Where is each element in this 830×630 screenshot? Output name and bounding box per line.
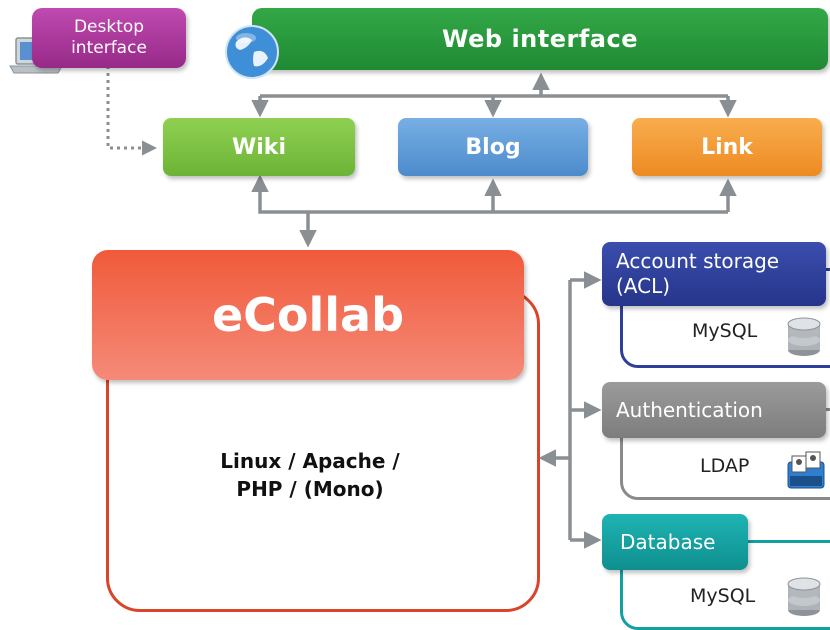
link-label: Link bbox=[701, 134, 753, 160]
wiki-box: Wiki bbox=[163, 118, 355, 176]
stack-line2: PHP / (Mono) bbox=[236, 477, 384, 501]
database-header-box: Database bbox=[602, 514, 748, 570]
account-database-icon bbox=[787, 317, 821, 356]
blog-label: Blog bbox=[465, 134, 521, 160]
database-db-icon bbox=[787, 577, 821, 616]
auth-label: Authentication bbox=[616, 398, 763, 422]
ecollab-title: eCollab bbox=[211, 288, 405, 342]
wiki-label: Wiki bbox=[232, 134, 286, 160]
account-label-line2: (ACL) bbox=[616, 274, 671, 298]
web-interface-label: Web interface bbox=[442, 25, 638, 53]
account-backend: MySQL bbox=[692, 320, 758, 342]
auth-header-box: Authentication bbox=[602, 382, 826, 438]
auth-backend: LDAP bbox=[700, 455, 750, 477]
link-box: Link bbox=[632, 118, 822, 176]
account-label-line1: Account storage bbox=[616, 249, 780, 273]
blog-box: Blog bbox=[398, 118, 588, 176]
ecollab-title-box: eCollab bbox=[92, 250, 524, 380]
connector-desktop-wiki bbox=[106, 66, 157, 156]
desktop-label-line1: Desktop bbox=[73, 17, 145, 37]
web-interface-box: Web interface bbox=[252, 8, 828, 70]
stack-line1: Linux / Apache / bbox=[220, 449, 400, 473]
desktop-interface-box: Desktop interface bbox=[32, 8, 186, 68]
globe-icon bbox=[225, 25, 279, 79]
account-header-box: Account storage (ACL) bbox=[602, 242, 826, 306]
connector-apps-bus bbox=[258, 188, 728, 214]
desktop-label-line2: interface bbox=[71, 38, 147, 58]
database-label: Database bbox=[620, 530, 716, 554]
directory-icon bbox=[787, 451, 825, 489]
database-backend: MySQL bbox=[690, 585, 756, 607]
ecollab-stack-text: Linux / Apache / PHP / (Mono) bbox=[160, 447, 460, 503]
